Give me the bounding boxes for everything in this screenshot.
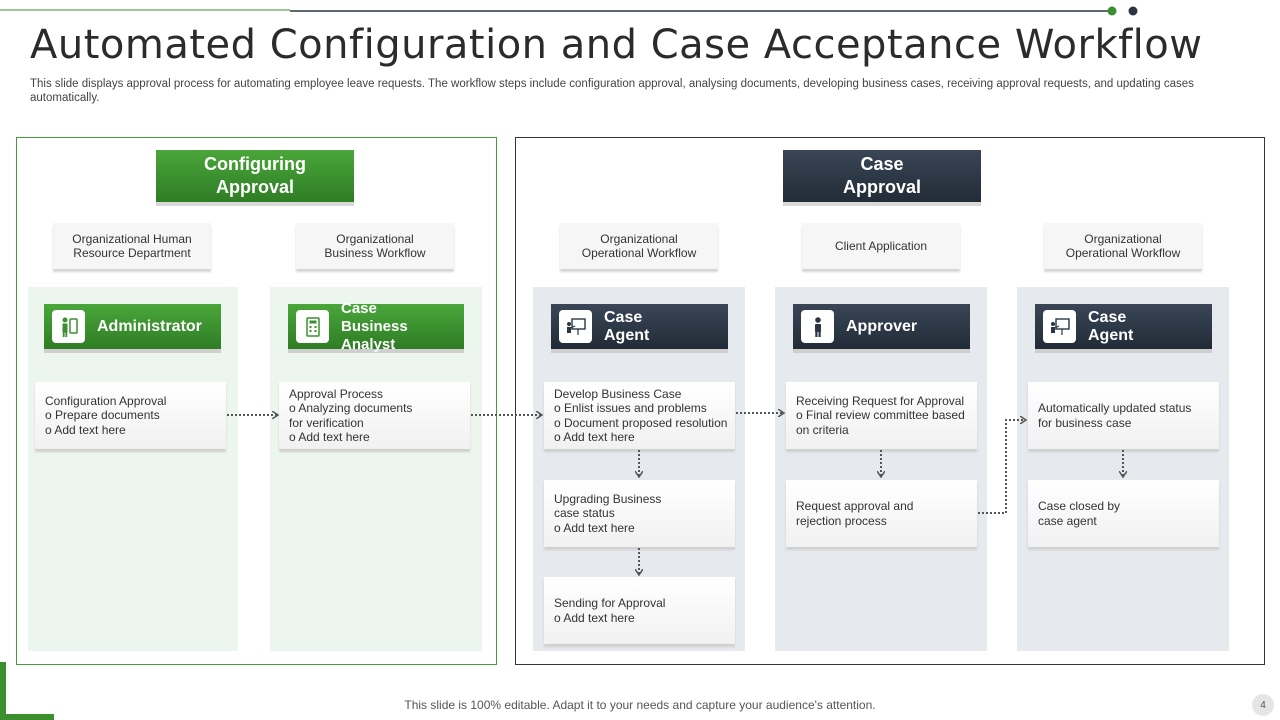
card-text: Request approval and rejection process xyxy=(796,499,914,528)
role-label: Administrator xyxy=(97,317,202,335)
case-approval-panel xyxy=(515,137,1265,665)
role-label: Case Business Analyst xyxy=(341,299,408,353)
footer-note: This slide is 100% editable. Adapt it to… xyxy=(404,698,876,712)
role-label: Approver xyxy=(846,317,918,335)
page-number: 4 xyxy=(1252,694,1274,716)
org-box: Organizational Business Workflow xyxy=(296,223,454,269)
role-administrator: Administrator xyxy=(44,304,221,349)
org-box: Organizational Operational Workflow xyxy=(1044,223,1202,269)
calculator-icon xyxy=(296,310,329,343)
card-configuration-approval: Configuration Approval o Prepare documen… xyxy=(35,382,226,449)
card-develop-business-case: Develop Business Case o Enlist issues an… xyxy=(544,382,735,449)
card-text: Sending for Approval o Add text here xyxy=(554,596,666,625)
top-decoration xyxy=(0,6,1138,16)
card-text: Automatically updated status for busines… xyxy=(1038,401,1192,430)
corner-decoration xyxy=(0,662,54,720)
role-business-analyst: Case Business Analyst xyxy=(288,300,464,353)
page-title: Automated Configuration and Case Accepta… xyxy=(30,22,1203,68)
person-icon xyxy=(801,310,834,343)
card-auto-updated-status: Automatically updated status for busines… xyxy=(1028,382,1219,449)
org-box: Client Application xyxy=(802,223,960,269)
org-box: Organizational Operational Workflow xyxy=(560,223,718,269)
card-text: Upgrading Business case status o Add tex… xyxy=(554,491,662,535)
card-text: Receiving Request for Approval o Final r… xyxy=(796,393,965,437)
card-receiving-request: Receiving Request for Approval o Final r… xyxy=(786,382,977,449)
role-approver: Approver xyxy=(793,304,970,349)
role-label: Case Agent xyxy=(1088,308,1134,344)
card-sending-for-approval: Sending for Approval o Add text here xyxy=(544,577,735,644)
card-text: Approval Process o Analyzing documents f… xyxy=(289,386,413,445)
card-text: Configuration Approval o Prepare documen… xyxy=(45,393,167,437)
case-approval-header: Case Approval xyxy=(783,150,981,202)
card-request-approval: Request approval and rejection process xyxy=(786,480,977,547)
presenter-icon xyxy=(559,310,592,343)
card-case-closed: Case closed by case agent xyxy=(1028,480,1219,547)
configuring-approval-panel xyxy=(16,137,497,665)
org-box: Organizational Human Resource Department xyxy=(53,223,211,269)
presenter-icon xyxy=(1043,310,1076,343)
role-case-agent-2: Case Agent xyxy=(1035,304,1212,349)
card-upgrading-status: Upgrading Business case status o Add tex… xyxy=(544,480,735,547)
card-approval-process: Approval Process o Analyzing documents f… xyxy=(279,382,470,449)
person-phone-icon xyxy=(52,310,85,343)
configuring-approval-header: Configuring Approval xyxy=(156,150,354,202)
role-label: Case Agent xyxy=(604,308,650,344)
card-text: Develop Business Case o Enlist issues an… xyxy=(554,386,728,445)
card-text: Case closed by case agent xyxy=(1038,499,1121,528)
page-subtitle: This slide displays approval process for… xyxy=(30,78,1194,104)
role-case-agent: Case Agent xyxy=(551,304,728,349)
